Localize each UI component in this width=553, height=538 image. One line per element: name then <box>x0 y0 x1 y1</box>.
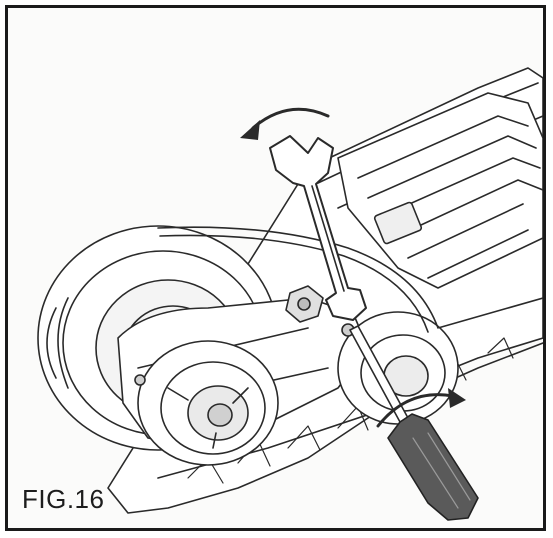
drive-wheel <box>137 340 279 466</box>
battery-box <box>337 92 543 289</box>
clockwise-rotation-arrow <box>376 388 466 428</box>
counterclockwise-rotation-arrow <box>240 107 330 140</box>
drive-belt <box>157 226 439 333</box>
adjustment-nut <box>134 285 355 386</box>
figure-frame: FIG.16 <box>5 5 546 531</box>
illustration <box>37 67 543 521</box>
screwdriver <box>349 325 479 521</box>
wrench <box>269 135 367 321</box>
figure-label: FIG.16 <box>22 484 105 514</box>
